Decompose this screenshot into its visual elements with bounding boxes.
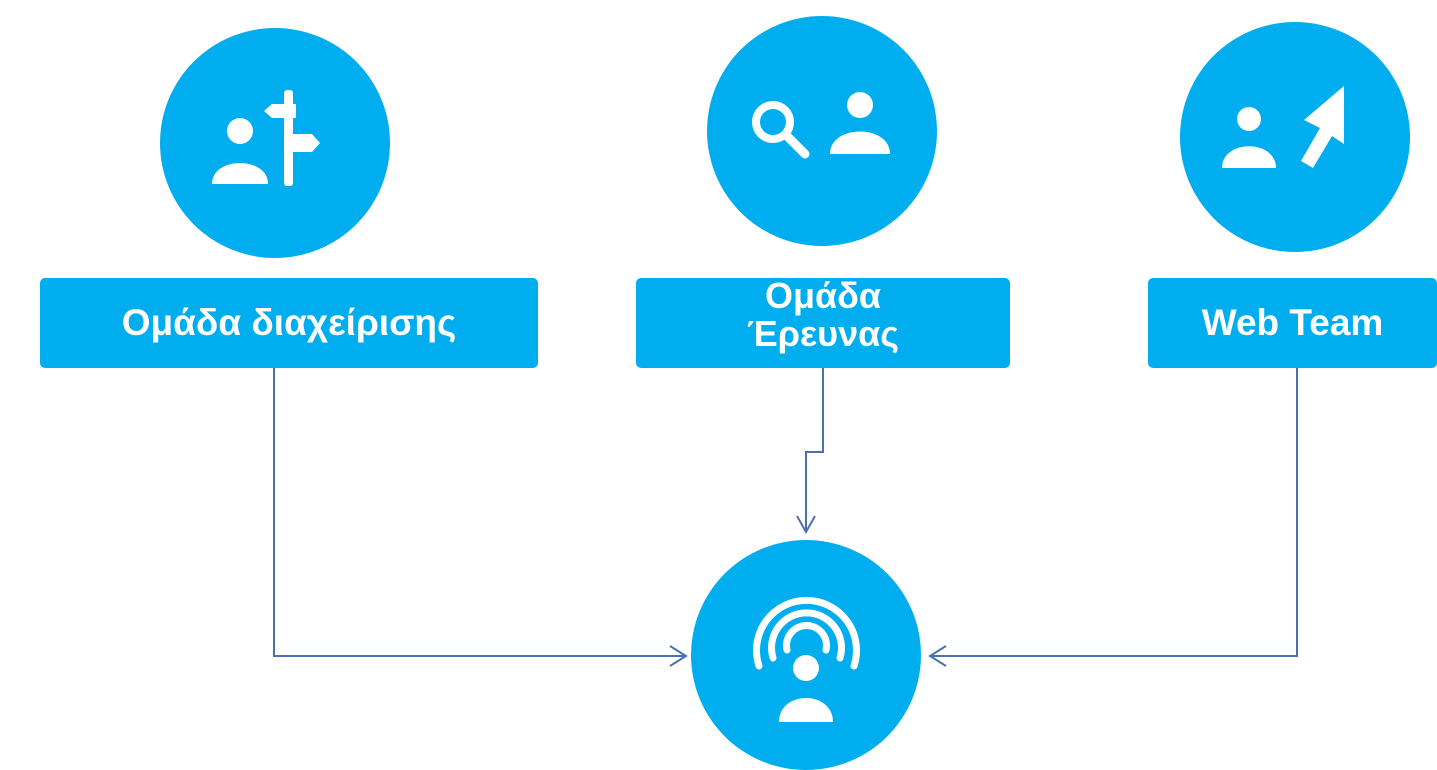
research-team-label-line-2: Έρευνας <box>747 313 899 354</box>
research-team-label-line-1: Ομάδα <box>764 278 882 316</box>
management-team-label: Ομάδα διαχείρισης <box>40 278 538 368</box>
connector-management <box>273 368 686 657</box>
arrowhead-webteam <box>928 645 947 667</box>
person-broadcast-icon <box>753 596 860 722</box>
web-team-label: Web Team <box>1148 278 1437 368</box>
arrowhead-research <box>796 515 816 535</box>
management-team-circle <box>160 28 390 258</box>
arrowhead-management <box>669 645 688 667</box>
research-team-label: Ομάδα Έρευνας <box>636 278 1010 368</box>
connector-webteam <box>930 368 1298 657</box>
web-team-circle <box>1180 22 1410 252</box>
search-person-icon <box>752 92 890 159</box>
web-team-label-text: Web Team <box>1201 302 1384 343</box>
research-team-circle <box>707 16 937 246</box>
connector-research <box>805 368 824 532</box>
person-signpost-icon <box>212 90 320 186</box>
target-circle <box>691 540 921 770</box>
person-cursor-icon <box>1222 86 1344 168</box>
management-team-label-text: Ομάδα διαχείρισης <box>121 302 457 343</box>
